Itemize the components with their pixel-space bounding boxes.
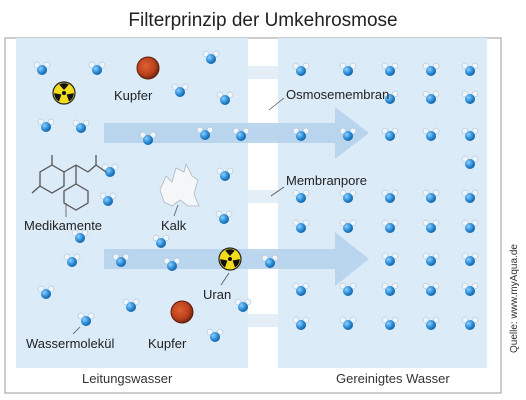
kalk-leader: [173, 204, 179, 217]
membranpore-label: Membranpore: [286, 173, 367, 188]
membranpore-leader: [270, 186, 285, 197]
membrane-pore: [248, 66, 278, 79]
radiation-icon: [52, 81, 76, 105]
diagram-title: Filterprinzip der Umkehrosmose: [128, 10, 398, 31]
osmosemembran-label: Osmosemembran: [286, 87, 389, 102]
membrane-pore: [248, 314, 278, 327]
limescale-icon: [159, 162, 200, 207]
uran-leader: [220, 272, 230, 286]
kalk-label: Kalk: [161, 218, 187, 233]
kupfer-top-label: Kupfer: [114, 88, 153, 103]
membrane-pore: [248, 190, 278, 203]
radiation-icon: [218, 247, 242, 271]
medication-molecule-icon: [31, 155, 107, 211]
copper-particle-bottom: [170, 300, 194, 324]
source-credit: Quelle: www.myAqua.de: [509, 244, 520, 353]
kupfer-bottom-label: Kupfer: [148, 336, 187, 351]
copper-particle-top: [136, 56, 160, 80]
tap-water-caption: Leitungswasser: [82, 371, 173, 386]
osmosemembran-leader: [268, 97, 285, 111]
wassermolekuel-label: Wassermolekül: [26, 336, 114, 351]
wassermolekuel-leader: [72, 326, 81, 335]
uran-label: Uran: [203, 287, 231, 302]
purified-water-caption: Gereinigtes Wasser: [336, 371, 450, 386]
medikamente-label: Medikamente: [24, 218, 102, 233]
